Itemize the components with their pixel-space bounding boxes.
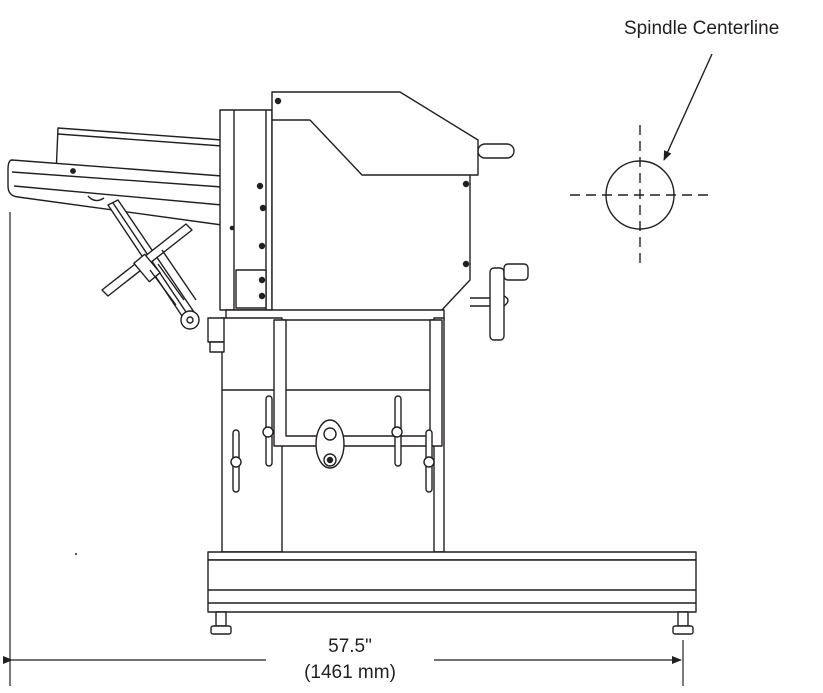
machine-base	[207, 551, 697, 613]
infeed-tray-lower	[7, 159, 223, 226]
center-mount	[315, 419, 345, 469]
adjustment-slots	[230, 395, 435, 493]
dimension-millimeters: (1461 mm)	[304, 662, 396, 683]
handwheel	[470, 263, 529, 341]
right-column	[282, 317, 445, 553]
side-frame-plate	[219, 109, 273, 311]
spindle-centerline-symbol	[570, 125, 712, 266]
tray-adjustment-handle	[101, 223, 193, 306]
mounting-flange	[225, 309, 445, 321]
housing-knob	[477, 143, 515, 159]
drawing-speck	[75, 553, 77, 555]
overall-width-dimension	[3, 212, 684, 686]
spindle-centerline-label: Spindle Centerline	[624, 18, 780, 39]
dimension-inches: 57.5"	[328, 636, 372, 657]
leveling-foot-right	[672, 611, 694, 635]
u-bracket	[273, 319, 443, 447]
spindle-leader-arrow	[663, 53, 713, 161]
secondary-strut	[161, 249, 197, 301]
main-head-housing	[271, 91, 479, 318]
leveling-foot-left	[210, 611, 232, 635]
